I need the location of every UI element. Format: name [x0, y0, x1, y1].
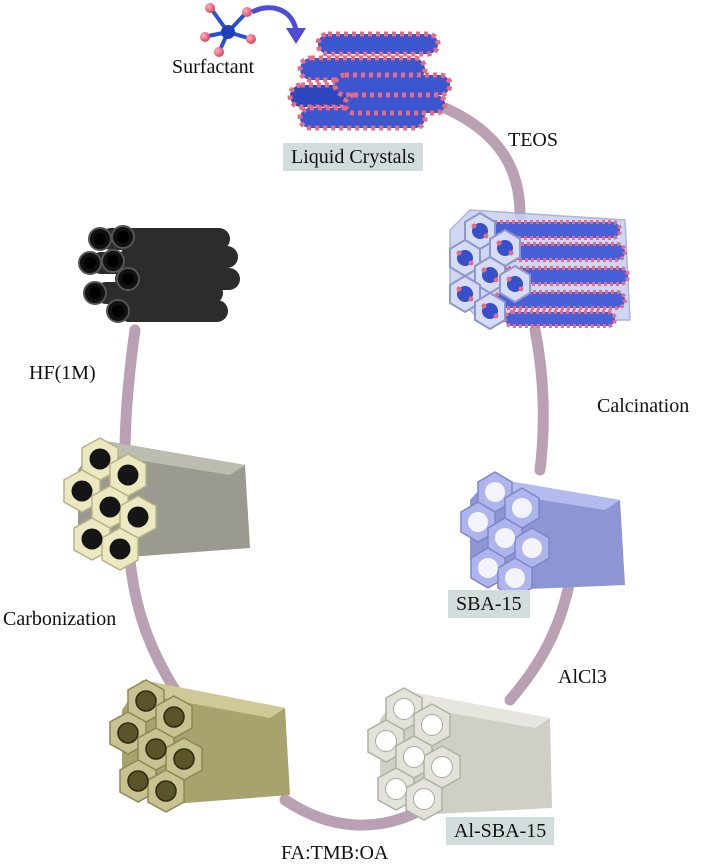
liquid-crystal-rods	[287, 31, 453, 131]
sba15-label: SBA-15	[448, 590, 530, 618]
carbonization-label: Carbonization	[3, 608, 117, 630]
al-sba15-structure	[367, 687, 552, 821]
teos-label: TEOS	[508, 129, 558, 151]
hf-label: HF(1M)	[29, 362, 96, 384]
liquid-crystals-label: Liquid Crystals	[283, 143, 423, 171]
carbon-rods-structure	[78, 225, 240, 323]
alcl3-label: AlCl3	[558, 666, 607, 688]
calcination-label: Calcination	[597, 395, 690, 417]
surfactant-molecule	[200, 3, 256, 57]
filled-precursor-structure	[109, 679, 290, 813]
surfactant-label: Surfactant	[172, 56, 255, 78]
al-sba15-label: Al-SBA-15	[446, 817, 555, 845]
sba15-structure	[460, 471, 625, 599]
fa-tmb-oa-label: FA:TMB:OA	[281, 842, 389, 864]
curved-arrow	[250, 5, 306, 44]
silica-surfactant-composite	[449, 209, 631, 331]
carbon-silica-composite	[63, 437, 250, 571]
